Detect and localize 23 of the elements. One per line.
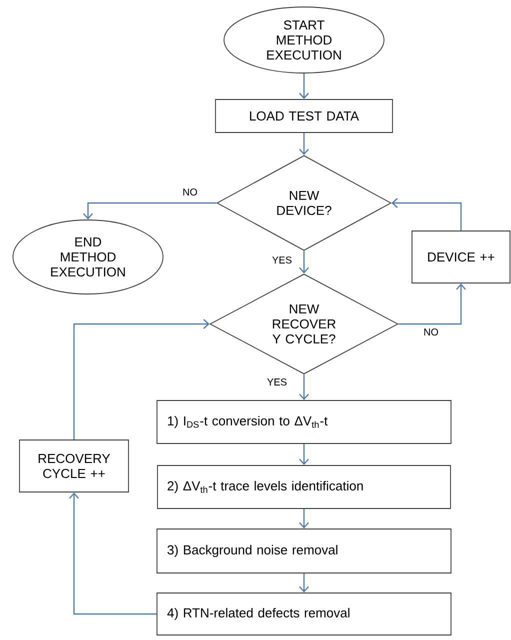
process-box: 1) I$_{DS}$-t conversion to ΔV$_{th}$-t xyxy=(156,400,452,444)
arrow xyxy=(299,573,309,593)
arrow xyxy=(299,508,309,529)
edge-label: NO xyxy=(182,187,198,197)
edge-label: YES xyxy=(266,377,288,387)
arrow xyxy=(299,250,309,274)
arrow xyxy=(299,444,309,466)
arrow xyxy=(398,283,466,325)
arrow xyxy=(391,198,462,231)
arrow xyxy=(73,319,210,440)
process-box: RECOVERY CYCLE ++ xyxy=(19,440,129,492)
process-box: DEVICE ++ xyxy=(412,230,510,284)
arrow xyxy=(299,73,309,100)
arrow xyxy=(299,132,309,156)
arrow xyxy=(83,202,217,220)
process-box: 3) Background noise removal xyxy=(156,528,452,574)
process-box: 4) RTN-related defects removal xyxy=(156,592,452,636)
arrow xyxy=(299,374,309,400)
process-box: LOAD TEST DATA xyxy=(215,99,393,133)
edge-label: YES xyxy=(271,255,293,265)
edge-label: NO xyxy=(422,327,440,337)
arrow xyxy=(69,492,157,615)
process-box: 2) ΔV$_{th}$-t trace levels identification xyxy=(157,465,451,509)
